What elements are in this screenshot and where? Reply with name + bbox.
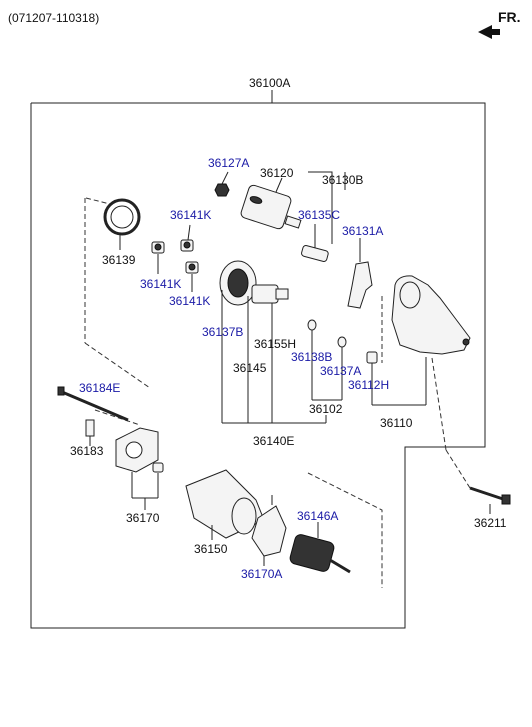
label-36183: 36183 [70, 444, 104, 458]
label-36110: 36110 [380, 416, 413, 430]
starter-housing-36110 [391, 275, 471, 355]
label-36184e: 36184E [79, 381, 120, 395]
label-36141k-b: 36141K [140, 277, 181, 291]
bearing-36141k-3 [185, 261, 199, 274]
bolt-36211 [469, 486, 511, 505]
bushing-36112h [366, 351, 378, 364]
armature-36146a [289, 534, 351, 574]
arrow-icon [478, 25, 500, 39]
label-36137a: 36137A [320, 364, 361, 378]
label-36155h: 36155H [254, 337, 296, 351]
label-36146a: 36146A [297, 509, 338, 523]
label-36211: 36211 [474, 516, 507, 530]
cover-36139 [103, 198, 141, 236]
label-36139: 36139 [102, 253, 136, 267]
label-36170a: 36170A [241, 567, 282, 581]
clip-36137a [337, 336, 347, 348]
solenoid-36120 [240, 184, 302, 230]
gear-assembly-36140e [219, 260, 289, 306]
lever-36131a [347, 261, 373, 309]
bearing-36141k-1 [151, 241, 165, 254]
label-36141k-a: 36141K [170, 208, 211, 222]
label-36102: 36102 [309, 402, 343, 416]
label-36141k-c: 36141K [169, 294, 210, 308]
screw-36183 [85, 419, 95, 437]
label-36130b: 36130B [322, 173, 363, 187]
label-36127a: 36127A [208, 156, 249, 170]
brush-holder-36170a [251, 505, 287, 557]
label-36137b: 36137B [202, 325, 243, 339]
label-36135c: 36135C [298, 208, 340, 222]
label-36145: 36145 [233, 361, 267, 375]
assembly-frame [30, 102, 486, 629]
yoke-36150 [185, 469, 265, 539]
label-36140e: 36140E [253, 434, 294, 448]
label-36170: 36170 [126, 511, 160, 525]
label-36100a: 36100A [249, 76, 290, 90]
nut-36127a [214, 183, 230, 197]
fr-label: FR. [498, 9, 521, 25]
brush-holder-36170 [115, 427, 164, 473]
bearing-36141k-2 [180, 239, 194, 252]
plunger-36135c [301, 244, 329, 262]
label-36138b: 36138B [291, 350, 332, 364]
label-36150: 36150 [194, 542, 228, 556]
diagram-code: (071207-110318) [8, 11, 99, 25]
label-36120: 36120 [260, 166, 294, 180]
label-36112h: 36112H [348, 378, 389, 392]
clip-36138b [307, 319, 317, 331]
label-36131a: 36131A [342, 224, 383, 238]
bolt-36184e [57, 386, 129, 422]
